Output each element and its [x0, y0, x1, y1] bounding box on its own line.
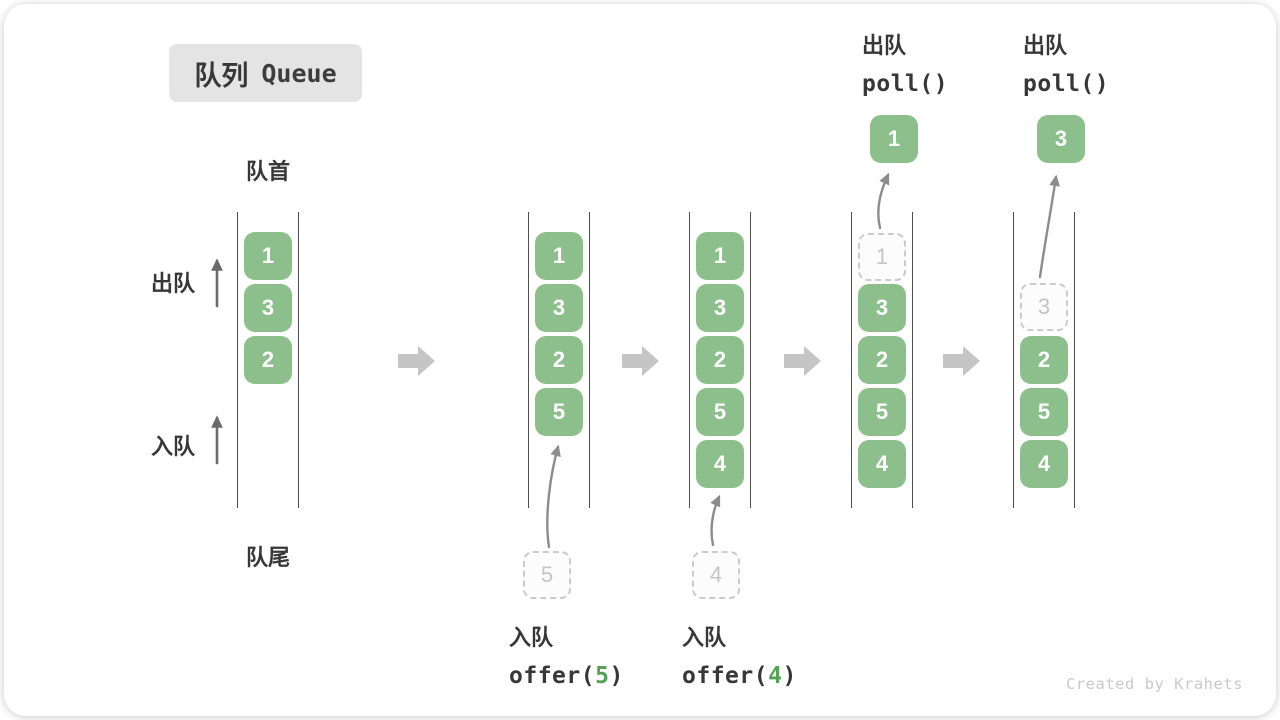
label-queue-rear: 队尾 — [245, 545, 290, 570]
queue-state-1 — [237, 212, 299, 508]
queue-element: 5 — [696, 388, 744, 436]
queue-element: 2 — [858, 336, 906, 384]
queue-element: 5 — [1020, 388, 1068, 436]
queue-element: 2 — [244, 336, 292, 384]
queue-element: 4 — [1020, 440, 1068, 488]
caption-enqueue-5-code: offer(5) — [509, 663, 624, 689]
queue-state-5 — [1013, 212, 1075, 508]
caption-poll-2-label: 出队 — [1023, 33, 1068, 58]
queue-element: 5 — [535, 388, 583, 436]
watermark-credit: Created by Krahets — [1066, 675, 1243, 693]
queue-state-3 — [689, 212, 751, 508]
caption-poll-1-code: poll() — [862, 71, 949, 97]
code-arg: 4 — [768, 663, 783, 689]
title-en: Queue — [261, 58, 337, 88]
caption-poll-1-label: 出队 — [862, 33, 907, 58]
label-enqueue: 入队 — [151, 434, 196, 459]
code-close: ) — [782, 663, 797, 689]
code-arg: 5 — [595, 663, 610, 689]
popped-element: 1 — [870, 115, 918, 163]
queue-state-4 — [851, 212, 913, 508]
queue-element: 4 — [696, 440, 744, 488]
label-dequeue: 出队 — [151, 271, 196, 296]
title-zh: 队列 — [194, 60, 249, 91]
code-close: ) — [609, 663, 624, 689]
queue-element: 3 — [244, 284, 292, 332]
queue-element: 2 — [535, 336, 583, 384]
queue-element: 4 — [858, 440, 906, 488]
caption-poll-2: 出队 poll() — [1023, 28, 1109, 97]
removed-ghost-element: 3 — [1020, 283, 1068, 331]
queue-element: 3 — [858, 284, 906, 332]
caption-enqueue-4: 入队 offer(4) — [682, 620, 797, 689]
incoming-ghost-element: 5 — [523, 551, 571, 599]
label-queue-front: 队首 — [245, 159, 290, 184]
queue-element: 3 — [696, 284, 744, 332]
queue-element: 2 — [1020, 336, 1068, 384]
caption-enqueue-4-label: 入队 — [682, 625, 727, 650]
title-badge: 队列 Queue — [169, 44, 362, 102]
caption-poll-1: 出队 poll() — [862, 28, 948, 97]
queue-state-2 — [528, 212, 590, 508]
diagram-canvas — [4, 4, 1276, 716]
popped-element: 3 — [1037, 115, 1085, 163]
caption-enqueue-4-code: offer(4) — [682, 663, 797, 689]
queue-element: 3 — [535, 284, 583, 332]
code-fn: offer( — [509, 663, 596, 689]
queue-element: 5 — [858, 388, 906, 436]
caption-enqueue-5-label: 入队 — [509, 625, 554, 650]
caption-poll-2-code: poll() — [1023, 71, 1110, 97]
code-fn: offer( — [682, 663, 769, 689]
incoming-ghost-element: 4 — [692, 551, 740, 599]
caption-enqueue-5: 入队 offer(5) — [509, 620, 624, 689]
queue-element: 1 — [696, 232, 744, 280]
queue-element: 1 — [535, 232, 583, 280]
queue-element: 1 — [244, 232, 292, 280]
removed-ghost-element: 1 — [858, 233, 906, 281]
queue-element: 2 — [696, 336, 744, 384]
